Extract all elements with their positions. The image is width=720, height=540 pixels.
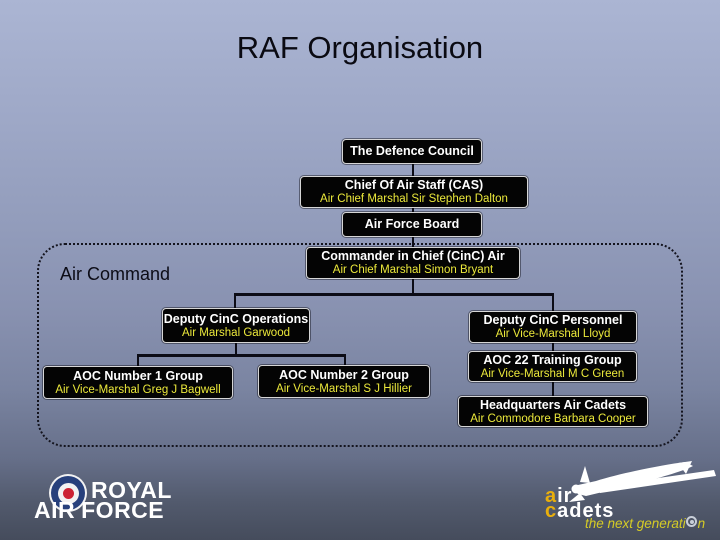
aircraft-silhouette-icon: [569, 461, 716, 502]
org-node-commander-in-chief-air: Commander in Chief (CinC) Air Air Chief …: [306, 247, 520, 279]
org-node-aoc-number-2-group: AOC Number 2 Group Air Vice-Marshal S J …: [258, 365, 430, 398]
person-label: Air Vice-Marshal S J Hillier: [276, 382, 412, 395]
air-cadets-tagline: the next generati n: [585, 516, 705, 531]
person-label: Air Chief Marshal Simon Bryant: [332, 264, 494, 276]
person-label: Air Vice-Marshal Greg J Bagwell: [55, 383, 221, 396]
org-node-deputy-cinc-personnel: Deputy CinC Personnel Air Vice-Marshal L…: [469, 311, 637, 343]
role-label: Commander in Chief (CinC) Air: [321, 249, 505, 263]
connector-drop-personnel: [552, 294, 554, 311]
org-node-chief-of-air-staff: Chief Of Air Staff (CAS) Air Chief Marsh…: [300, 176, 528, 208]
connector-drop-group1: [137, 355, 139, 366]
org-node-aoc-22-training-group: AOC 22 Training Group Air Vice-Marshal M…: [468, 351, 637, 382]
role-label: AOC 22 Training Group: [483, 352, 622, 367]
tagline-roundel-icon: [686, 516, 698, 527]
air-rest: ir: [557, 485, 573, 507]
raf-roundel-icon: [49, 474, 87, 512]
air-command-region-outline: [37, 243, 683, 447]
role-label: The Defence Council: [350, 144, 474, 158]
person-label: Air Vice-Marshal M C Green: [480, 367, 625, 380]
air-initial: a: [545, 485, 558, 507]
roundel-white-ring: [57, 482, 79, 504]
role-label: AOC Number 1 Group: [73, 368, 203, 383]
connector-cas-to-board: [412, 208, 414, 213]
role-label: Air Force Board: [364, 217, 460, 231]
org-node-defence-council: The Defence Council: [342, 139, 482, 164]
org-node-headquarters-air-cadets: Headquarters Air Cadets Air Commodore Ba…: [458, 396, 648, 427]
role-label: AOC Number 2 Group: [279, 367, 409, 382]
org-node-deputy-cinc-operations: Deputy CinC Operations Air Marshal Garwo…: [162, 308, 310, 343]
org-node-air-force-board: Air Force Board: [342, 212, 482, 237]
roundel-red-centre: [62, 487, 74, 499]
role-label: Deputy CinC Operations: [163, 311, 309, 326]
raf-logo-air: AIR: [34, 497, 76, 523]
connector-groups-horizontal: [137, 354, 346, 357]
person-label: Air Commodore Barbara Cooper: [470, 412, 636, 425]
person-label: Air Vice-Marshal Lloyd: [495, 328, 611, 340]
role-label: Headquarters Air Cadets: [479, 397, 627, 412]
connector-personnel-to-aoc22: [552, 343, 554, 351]
cadets-initial: c: [545, 500, 558, 522]
connector-aoc22-to-hq: [552, 381, 554, 396]
cadets-rest: adets: [557, 500, 615, 522]
connector-deputies-horizontal: [234, 293, 554, 296]
role-label: Deputy CinC Personnel: [483, 313, 623, 327]
page-title: RAF Organisation: [236, 30, 484, 65]
role-label: Chief Of Air Staff (CAS): [344, 178, 484, 192]
connector-cinc-stub: [412, 279, 414, 294]
org-node-aoc-number-1-group: AOC Number 1 Group Air Vice-Marshal Greg…: [43, 366, 233, 399]
connector-board-to-cinc: [412, 237, 414, 247]
person-label: Air Chief Marshal Sir Stephen Dalton: [320, 193, 508, 205]
raf-logo-royal: ROYAL: [91, 477, 172, 503]
roundel-blue-ring: [51, 476, 85, 510]
connector-drop-group2: [344, 355, 346, 365]
air-cadets-logo-air: air: [545, 486, 572, 506]
tagline-roundel-dot: [689, 519, 694, 524]
connector-operations-stub: [235, 343, 237, 355]
connector-defence-to-cas: [412, 164, 414, 176]
connector-drop-operations: [234, 294, 236, 309]
air-command-label: Air Command: [60, 264, 171, 284]
tagline-text-pre: the next generati: [585, 516, 686, 531]
air-cadets-logo-cadets: cadets: [545, 501, 614, 521]
tagline-text-post: n: [697, 516, 706, 531]
person-label: Air Marshal Garwood: [181, 326, 290, 339]
raf-logo-force: FORCE: [81, 497, 165, 523]
